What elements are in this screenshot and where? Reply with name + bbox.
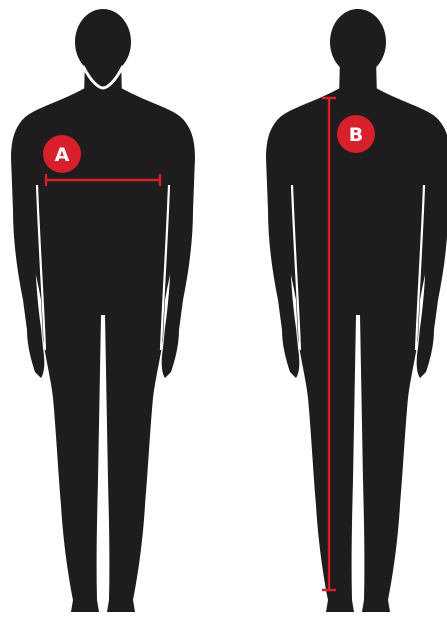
marker-b-label: B bbox=[349, 124, 363, 146]
front-figure: A bbox=[11, 9, 195, 612]
marker-a-label: A bbox=[55, 144, 70, 166]
back-silhouette bbox=[266, 9, 447, 612]
marker-b-badge: B bbox=[337, 115, 375, 153]
marker-a-badge: A bbox=[43, 135, 81, 173]
back-figure: B bbox=[266, 9, 447, 612]
